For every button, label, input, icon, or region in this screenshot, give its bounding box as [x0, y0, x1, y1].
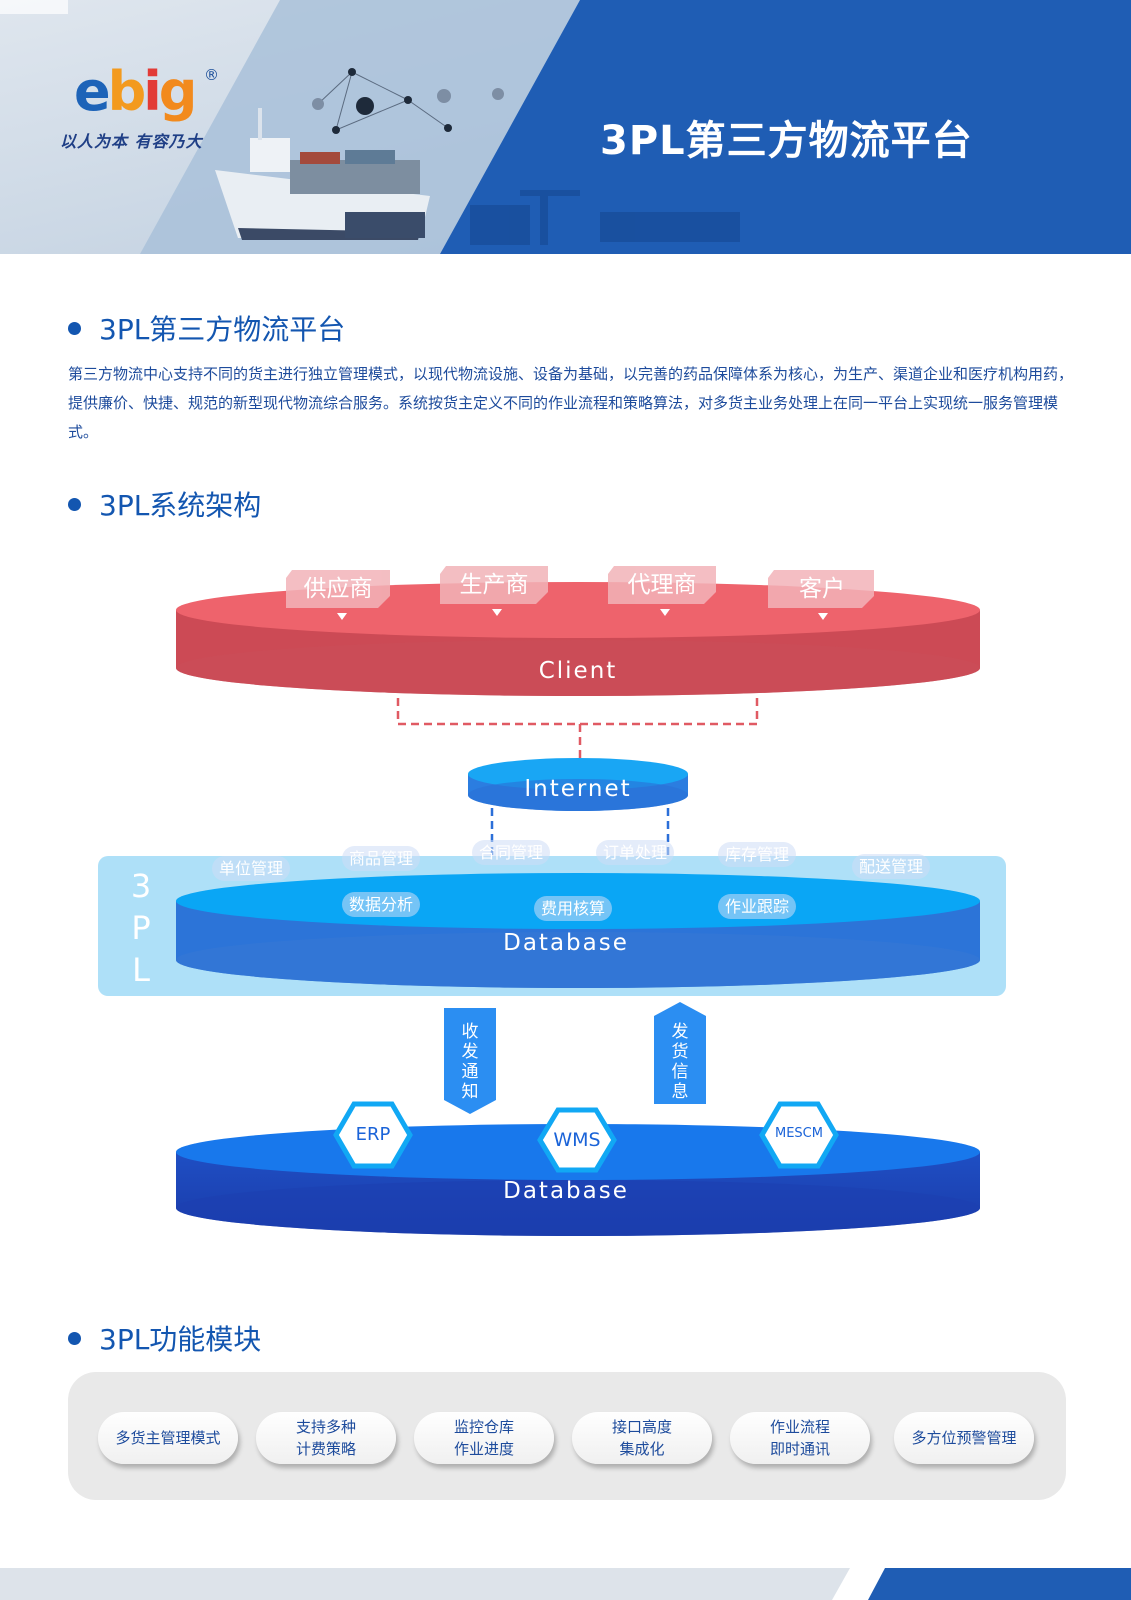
module-alerts: 多方位预警管理 [894, 1412, 1034, 1464]
architecture-diagram: 供应商 生产商 代理商 客户 Client Internet 3 P L 单位管… [0, 540, 1131, 1260]
section-heading-text: 3PL第三方物流平台 [99, 313, 346, 346]
client-tag-manufacturer: 生产商 [459, 572, 529, 598]
module-warehouse-monitor: 监控仓库 作业进度 [414, 1412, 554, 1464]
system-label-wms: WMS [553, 1129, 601, 1151]
registered-mark: ® [204, 66, 219, 84]
3pl-letter: 3 [130, 867, 152, 905]
3pl-letter: P [131, 909, 151, 947]
arrow-char: 发 [461, 1042, 479, 1062]
logo-wordmark: ebig [74, 60, 197, 123]
footer-bar [0, 1568, 1131, 1600]
arrow-up-shape [654, 1002, 706, 1104]
intro-paragraph: 第三方物流中心支持不同的货主进行独立管理模式，以现代物流设施、设备为基础，以完善… [68, 365, 1074, 441]
system-label-mescm: MESCM [775, 1126, 823, 1141]
module-pill-order: 订单处理 [596, 840, 675, 865]
system-label-erp: ERP [355, 1124, 391, 1145]
bullet-dot [68, 1331, 81, 1345]
arrow-char: 息 [671, 1082, 689, 1102]
module-multi-owner: 多货主管理模式 [98, 1412, 238, 1464]
client-label: Client [538, 658, 618, 684]
module-messaging: 作业流程 即时通讯 [730, 1412, 870, 1464]
module-integration: 接口高度 集成化 [572, 1412, 712, 1464]
banner-title: 3PL第三方物流平台 [600, 118, 973, 164]
client-tag-pointers [337, 609, 828, 620]
function-modules-panel: 多货主管理模式 支持多种 计费策略 监控仓库 作业进度 接口高度 集成化 作业流… [68, 1372, 1066, 1500]
internet-disc [468, 758, 688, 811]
client-tag-agent: 代理商 [627, 572, 697, 598]
client-tag-supplier: 供应商 [303, 576, 373, 602]
client-tag-shapes [286, 566, 874, 608]
arrow-char: 知 [461, 1082, 479, 1102]
3pl-letter: L [132, 951, 150, 989]
arrow-char: 信 [671, 1062, 689, 1082]
arrow-up-label: 发 货 信 息 [669, 1022, 691, 1102]
cargo-ship-graphic [215, 108, 430, 240]
module-pill-inventory: 库存管理 [718, 842, 797, 867]
arrow-char: 货 [671, 1042, 689, 1062]
port-cranes-graphic [470, 190, 740, 245]
bullet-dot [68, 321, 81, 335]
ebig-logo: ebig ® 以人为本 有容乃大 [58, 62, 228, 162]
module-pill-delivery: 配送管理 [852, 854, 931, 879]
3pl-vertical-label: 3 P L [126, 865, 156, 991]
platform-database-label: Database [503, 930, 629, 956]
module-pill-product: 商品管理 [342, 846, 421, 871]
section-heading-text: 3PL系统架构 [99, 489, 262, 522]
internet-label: Internet [524, 776, 632, 802]
bottom-database-label: Database [503, 1178, 629, 1204]
arrow-char: 通 [461, 1062, 479, 1082]
system-hexagons [333, 1101, 839, 1173]
logo-slogan: 以人为本 有容乃大 [60, 132, 203, 151]
section-heading-architecture: 3PL系统架构 [68, 484, 261, 524]
arrow-char: 收 [461, 1022, 479, 1042]
banner-background [0, 0, 1131, 254]
module-pill-accounting: 费用核算 [534, 896, 613, 921]
client-connector [396, 698, 759, 726]
network-graphic [312, 68, 504, 134]
arrow-down-shape [444, 1008, 496, 1114]
module-pill-unit: 单位管理 [212, 856, 291, 881]
module-billing: 支持多种 计费策略 [256, 1412, 396, 1464]
module-pill-tracking: 作业跟踪 [718, 894, 797, 919]
arrow-down-label: 收 发 通 知 [459, 1022, 481, 1102]
section-heading-platform: 3PL第三方物流平台 [68, 308, 345, 348]
section-heading-modules: 3PL功能模块 [68, 1318, 261, 1358]
arrow-char: 发 [671, 1022, 689, 1042]
module-pill-contract: 合同管理 [472, 840, 551, 865]
client-tag-customer: 客户 [799, 576, 845, 602]
module-pill-analysis: 数据分析 [342, 892, 421, 917]
bullet-dot [68, 497, 81, 511]
header-banner: ebig ® 以人为本 有容乃大 3PL第三方物流平台 [0, 0, 1131, 254]
section-heading-text: 3PL功能模块 [99, 1323, 262, 1356]
